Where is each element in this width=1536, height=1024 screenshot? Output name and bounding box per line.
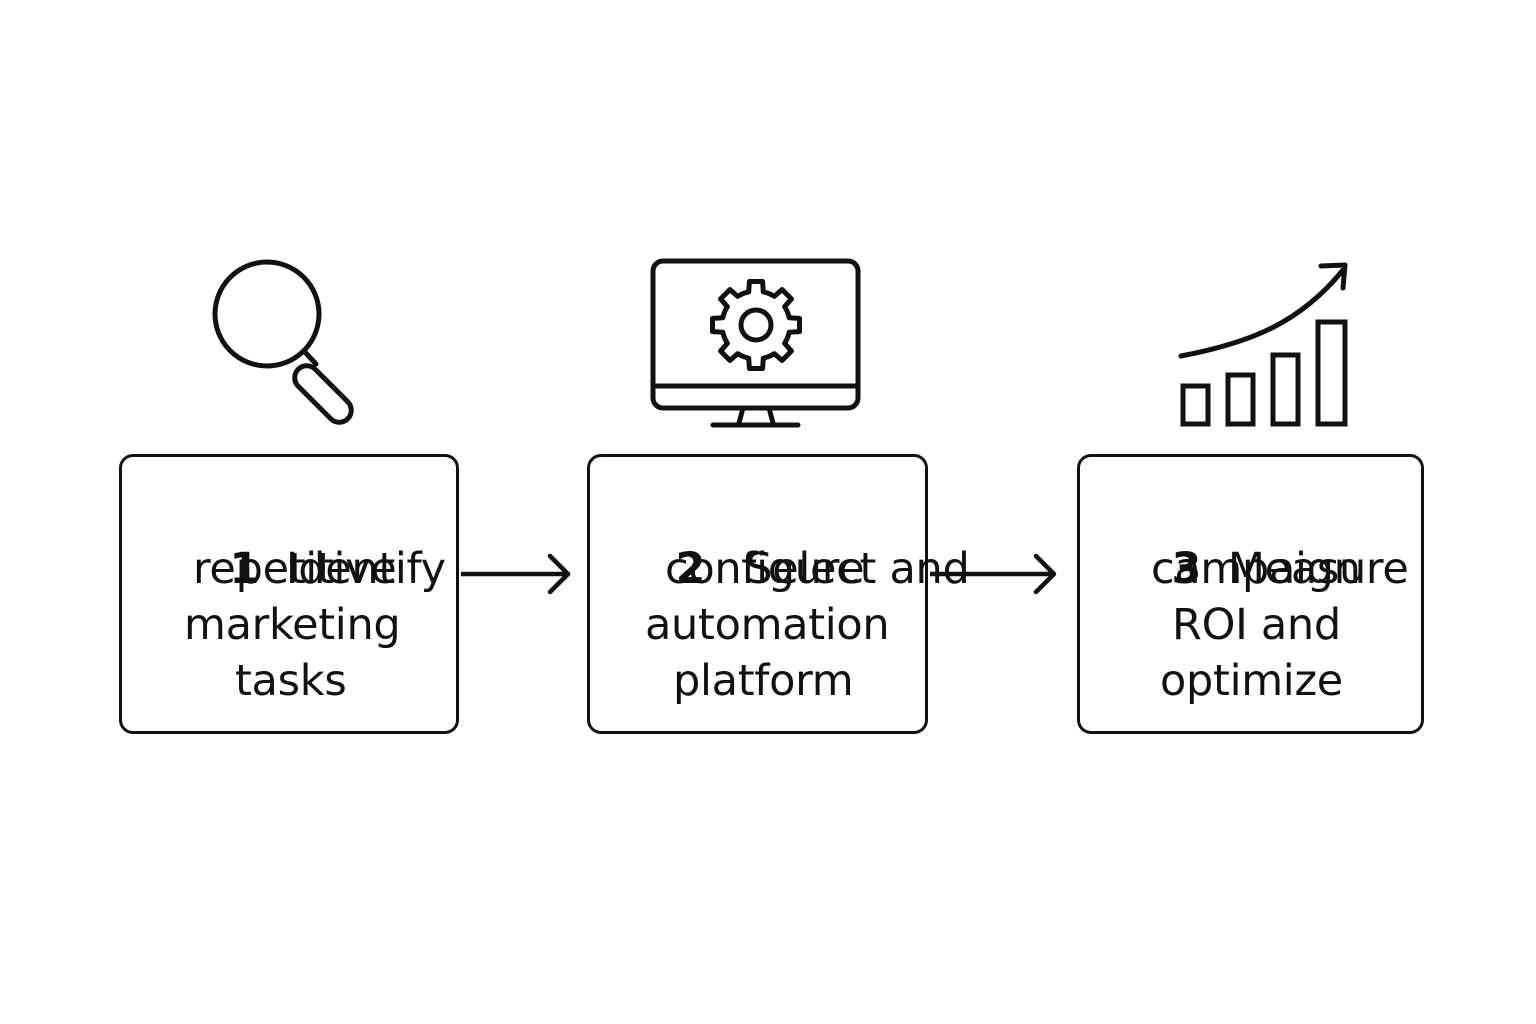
arrow-right-icon	[459, 552, 574, 596]
growth-bar-chart-icon	[1175, 258, 1355, 433]
step-3-number: 3	[1171, 544, 1202, 594]
step-2-number: 2	[675, 544, 706, 594]
step-1-box: 1 Identify repetitive marketing tasks	[119, 454, 459, 734]
step-1-line-1: 1 Identify	[229, 544, 446, 594]
arrow-right-icon	[928, 552, 1060, 596]
step-1-line-4: tasks	[235, 656, 347, 706]
step-3-box: 3 Measure campaign ROI and optimize	[1077, 454, 1424, 734]
step-3-line-1: 3 Measure	[1171, 544, 1409, 594]
monitor-gear-icon	[648, 258, 868, 433]
step-2-line-4: platform	[673, 656, 854, 706]
step-2-box: 2 Select and configure automation platfo…	[587, 454, 970, 734]
step-1-line-3: marketing	[184, 600, 401, 650]
magnifying-glass-icon	[208, 258, 383, 433]
step-3-line-3: ROI and	[1172, 600, 1341, 650]
step-2-line-2: configure	[665, 544, 865, 594]
step-2-line-1: 2 Select and	[675, 544, 970, 594]
step-3-line-2: campaign	[1151, 544, 1361, 594]
step-1-number: 1	[229, 544, 260, 594]
step-3-line-4: optimize	[1160, 656, 1343, 706]
step-2-line-3: automation	[645, 600, 890, 650]
step-1-line-2: repetitive	[193, 544, 397, 594]
gear-outline	[710, 279, 802, 371]
gear-center	[738, 307, 774, 343]
